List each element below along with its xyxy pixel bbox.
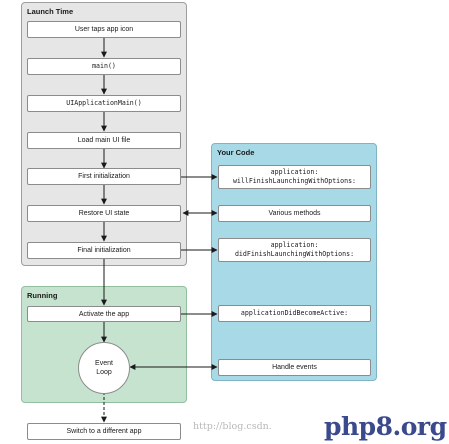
switch-to-different-app-box: Switch to a different app (27, 423, 181, 440)
restore-ui-state-box: Restore UI state (27, 205, 181, 222)
running-title: Running (27, 291, 58, 300)
event-loop-circle: Event Loop (78, 342, 130, 394)
launch-time-title: Launch Time (27, 7, 74, 16)
did-become-active-box: applicationDidBecomeActive: (218, 305, 371, 322)
final-initialization-box: Final initialization (27, 242, 181, 259)
did-finish-launching-box: application: didFinishLaunchingWithOptio… (218, 238, 371, 262)
watermark-url: http://blog.csdn. (193, 421, 272, 432)
main-box: main() (27, 58, 181, 75)
ui-application-main-box: UIApplicationMain() (27, 95, 181, 112)
your-code-title: Your Code (217, 148, 255, 157)
handle-events-box: Handle events (218, 359, 371, 376)
user-taps-app-icon-box: User taps app icon (27, 21, 181, 38)
first-initialization-box: First initialization (27, 168, 181, 185)
will-finish-launching-box: application: willFinishLaunchingWithOpti… (218, 165, 371, 189)
load-main-ui-file-box: Load main UI file (27, 132, 181, 149)
activate-the-app-box: Activate the app (27, 306, 181, 322)
php8-logo: php8.org (324, 412, 447, 441)
various-methods-box: Various methods (218, 205, 371, 222)
